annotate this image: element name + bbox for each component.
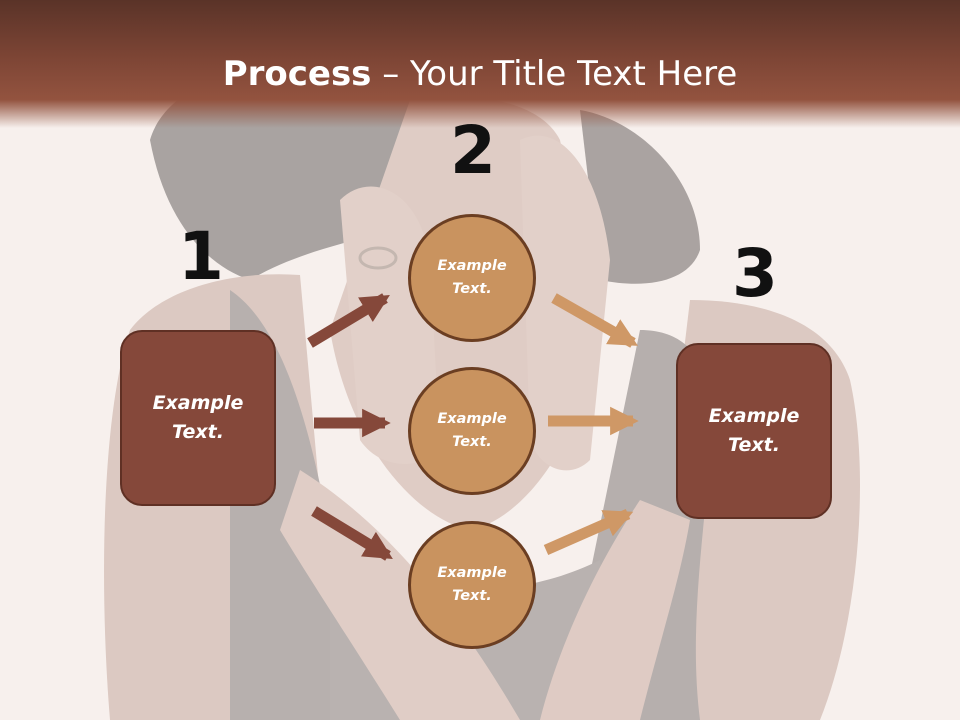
step-number-3: 3 xyxy=(732,235,778,312)
arrow-left-to-circle-top xyxy=(307,293,390,348)
arrow-circle-bottom-to-right xyxy=(543,508,634,556)
right-box-line1: Example xyxy=(708,405,800,427)
process-circle-middle: Example Text. xyxy=(408,367,536,495)
circle-bottom-line1: Example xyxy=(437,565,507,581)
circle-middle-line1: Example xyxy=(437,411,507,427)
circle-middle-label: Example Text. xyxy=(437,408,506,454)
arrow-circle-top-to-right xyxy=(551,293,638,348)
left-process-box: Example Text. xyxy=(120,330,276,506)
circle-bottom-label: Example Text. xyxy=(437,562,506,608)
circle-top-line2: Text. xyxy=(452,281,492,297)
circle-top-label: Example Text. xyxy=(437,255,506,301)
title-bar xyxy=(0,0,960,128)
title-rest: – Your Title Text Here xyxy=(371,54,738,94)
circle-middle-line2: Text. xyxy=(452,434,492,450)
right-process-box: Example Text. xyxy=(676,343,832,519)
left-box-line2: Text. xyxy=(172,421,224,443)
step-number-1: 1 xyxy=(178,218,224,295)
right-box-line2: Text. xyxy=(728,434,780,456)
right-box-label: Example Text. xyxy=(709,402,800,460)
process-circle-top: Example Text. xyxy=(408,214,536,342)
title-strong: Process xyxy=(222,54,372,94)
circle-top-line1: Example xyxy=(437,258,507,274)
left-box-line1: Example xyxy=(152,392,244,414)
circle-bottom-line2: Text. xyxy=(452,588,492,604)
left-box-label: Example Text. xyxy=(153,389,244,447)
step-number-2: 2 xyxy=(450,112,496,189)
process-circle-bottom: Example Text. xyxy=(408,521,536,649)
slide-title: Process – Your Title Text Here xyxy=(0,52,960,96)
arrow-left-to-circle-bottom xyxy=(311,506,393,561)
